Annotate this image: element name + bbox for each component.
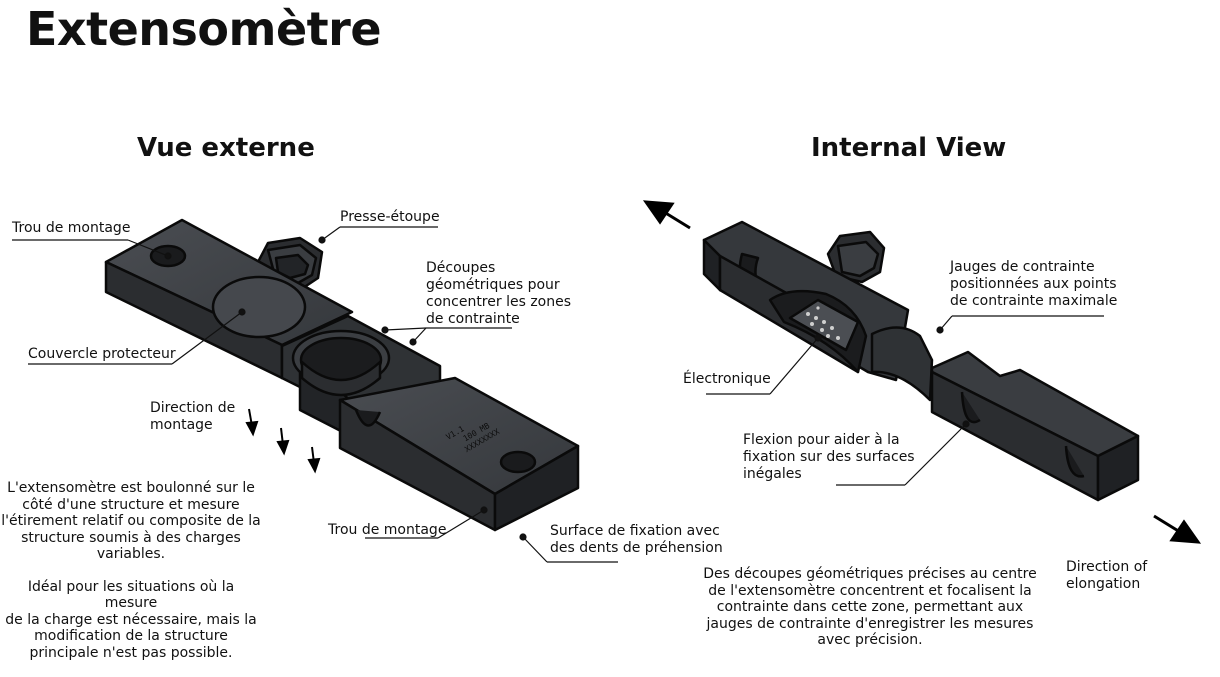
description-line: structure soumis à des charges [21, 529, 241, 546]
diagram-artwork: V1.1 100 MB XXXXXXXX [12, 200, 1202, 563]
elongation-arrows [642, 200, 1202, 544]
label-flexion-line: Flexion pour aider à la [743, 432, 900, 448]
description-paragraph: L'extensomètre est boulonné sur le côté … [0, 480, 262, 563]
label-mount-hole-bottom: Trou de montage [328, 522, 447, 538]
description-line: de l'extensomètre concentrent et focalis… [708, 582, 1032, 599]
label-flexion: Flexion pour aider à la fixation sur des… [743, 432, 915, 483]
label-cutouts-line: géométriques pour [426, 277, 560, 293]
left-leaders [12, 226, 618, 563]
description-paragraph: Idéal pour les situations où la mesure d… [0, 579, 262, 662]
page-title: Extensomètre [26, 2, 382, 56]
label-grip-surface-line: des dents de préhension [550, 540, 723, 556]
label-strain-gauges-line: de contrainte maximale [950, 293, 1118, 309]
label-grip-surface: Surface de fixation avec des dents de pr… [550, 523, 723, 557]
mount-direction-arrows [245, 408, 321, 474]
label-cutouts-line: de contrainte [426, 311, 520, 327]
description-line: jauges de contrainte d'enregistrer les m… [706, 615, 1034, 632]
label-cable-gland: Presse-étoupe [340, 209, 440, 225]
label-flexion-line: fixation sur des surfaces [743, 449, 915, 465]
external-view-heading: Vue externe [137, 133, 315, 163]
cable-gland-internal [826, 230, 886, 284]
external-device [104, 218, 580, 532]
mount-hole-bottom-shape [499, 450, 537, 474]
label-electronics: Électronique [683, 371, 771, 387]
description-line: l'étirement relatif ou composite de la [1, 513, 261, 529]
internal-right-slab [930, 350, 1140, 502]
label-flexion-line: inégales [743, 466, 802, 482]
internal-description: Des découpes géométriques précises au ce… [700, 566, 1040, 649]
label-grip-surface-line: Surface de fixation avec [550, 523, 720, 539]
label-strain-gauges-line: Jauges de contrainte [950, 259, 1095, 275]
description-line: principale n'est pas possible. [29, 644, 233, 661]
right-leaders [706, 315, 1104, 486]
right-slab [338, 376, 580, 532]
description-line: côté d'une structure et mesure [22, 496, 240, 513]
label-strain-gauges-line: positionnées aux points [950, 276, 1117, 292]
label-mount-hole-top: Trou de montage [12, 220, 131, 236]
description-line: Des découpes géométriques précises au ce… [703, 566, 1037, 582]
description-line: L'extensomètre est boulonné sur le [7, 480, 255, 496]
label-cutouts-line: Découpes [426, 260, 496, 276]
description-line: Idéal pour les situations où la mesure [27, 578, 235, 612]
external-description: L'extensomètre est boulonné sur le côté … [0, 480, 262, 677]
label-cutouts: Découpes géométriques pour concentrer le… [426, 260, 571, 328]
label-mount-direction-line: montage [150, 417, 213, 433]
label-mount-direction-line: Direction de [150, 400, 236, 416]
label-cutouts-line: concentrer les zones [426, 294, 572, 310]
internal-view-heading: Internal View [811, 133, 1007, 163]
description-line: contrainte dans cette zone, permettant a… [716, 599, 1024, 615]
pcb-components [806, 306, 840, 340]
label-elongation-direction: Direction of elongation [1066, 559, 1148, 592]
description-line: de la charge est nécessaire, mais la [5, 611, 257, 628]
description-line: avec précision. [817, 632, 923, 648]
protective-cover-shape [211, 275, 307, 339]
description-line: variables. [96, 546, 166, 562]
label-protective-cover: Couvercle protecteur [28, 346, 176, 362]
description-line: modification de la structure [34, 628, 228, 644]
label-strain-gauges: Jauges de contrainte positionnées aux po… [950, 259, 1117, 310]
label-mount-direction: Direction de montage [150, 400, 235, 434]
